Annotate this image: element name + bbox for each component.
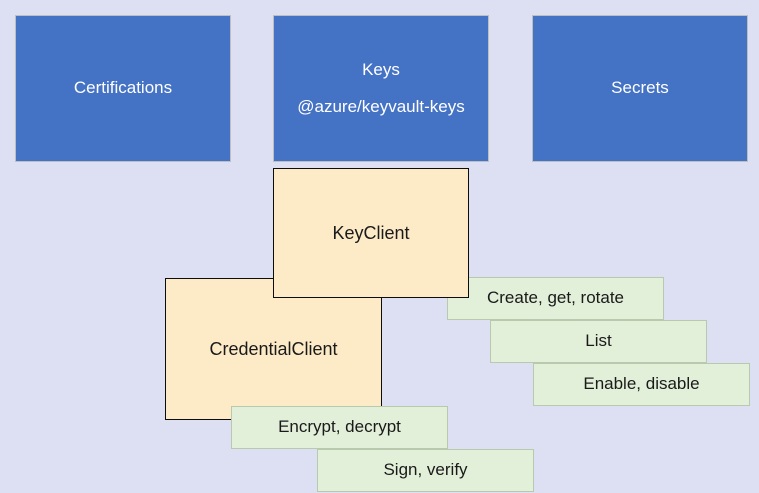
certifications-box: Certifications xyxy=(15,15,231,162)
encrypt-decrypt-box: Encrypt, decrypt xyxy=(231,406,448,449)
encrypt-decrypt-box-label: Encrypt, decrypt xyxy=(278,417,401,437)
keys-box: Keys @azure/keyvault-keys xyxy=(273,15,489,162)
keyclient-box-label: KeyClient xyxy=(332,222,410,243)
list-box: List xyxy=(490,320,707,363)
secrets-box: Secrets xyxy=(532,15,748,162)
enable-disable-box: Enable, disable xyxy=(533,363,750,406)
credentialclient-box-label: CredentialClient xyxy=(209,338,338,359)
sign-verify-box: Sign, verify xyxy=(317,449,534,492)
create-get-rotate-box-label: Create, get, rotate xyxy=(486,288,625,308)
secrets-box-label: Secrets xyxy=(611,78,669,98)
credentialclient-box: CredentialClient xyxy=(165,278,382,420)
keyclient-box: KeyClient xyxy=(273,168,469,298)
keys-box-label-2: @azure/keyvault-keys xyxy=(297,96,465,116)
list-box-label: List xyxy=(585,331,612,351)
keys-box-label-1: Keys xyxy=(362,59,400,79)
sign-verify-box-label: Sign, verify xyxy=(383,460,468,480)
enable-disable-box-label: Enable, disable xyxy=(583,374,700,394)
create-get-rotate-box: Create, get, rotate xyxy=(447,277,664,320)
certifications-box-label: Certifications xyxy=(73,78,173,98)
